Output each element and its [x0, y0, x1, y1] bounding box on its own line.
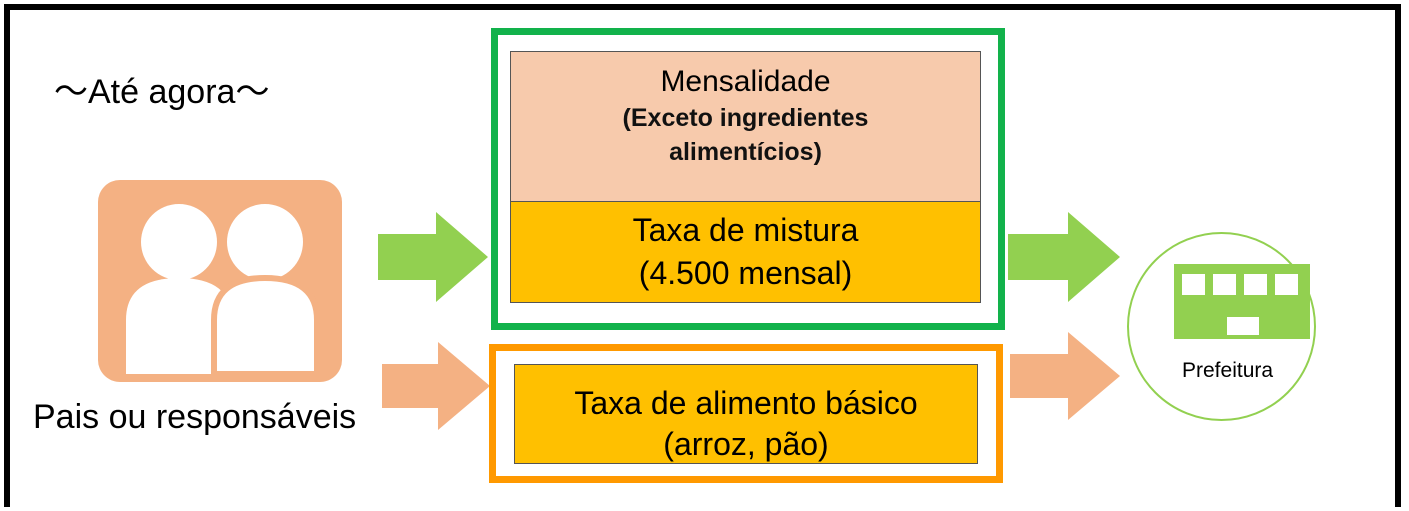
arrow-orange-to-city [1010, 332, 1120, 420]
mix-fee-box: Taxa de mistura (4.500 mensal) [510, 201, 981, 303]
diagram-title: ～Até agora～ [54, 73, 270, 111]
basic-food-fee-box: Taxa de alimento básico (arroz, pão) [514, 364, 978, 464]
mix-fee-line1: Taxa de mistura [632, 212, 859, 248]
basic-food-fee-line1: Taxa de alimento básico [574, 385, 918, 421]
arrow-parents-to-green [378, 212, 488, 302]
monthly-fee-subtitle-line1: (Exceto ingredientes [622, 104, 869, 132]
diagram-frame [4, 4, 1401, 507]
monthly-fee-box: Mensalidade (Exceto ingredientes aliment… [510, 51, 981, 203]
orange-fee-group [489, 344, 1003, 483]
mix-fee-line2: (4.500 mensal) [638, 255, 853, 291]
parents-label: Pais ou responsáveis [33, 398, 357, 436]
green-fee-group [491, 28, 1005, 330]
arrow-parents-to-orange [382, 342, 490, 430]
arrow-green-to-city [1008, 212, 1120, 302]
building-icon [1174, 264, 1310, 339]
parents-icon [98, 180, 342, 382]
basic-food-fee-line2: (arroz, pão) [663, 426, 829, 462]
city-hall-label: Prefeitura [1182, 359, 1274, 382]
monthly-fee-subtitle-line2: alimentícios) [669, 138, 822, 166]
monthly-fee-title: Mensalidade [660, 65, 831, 98]
